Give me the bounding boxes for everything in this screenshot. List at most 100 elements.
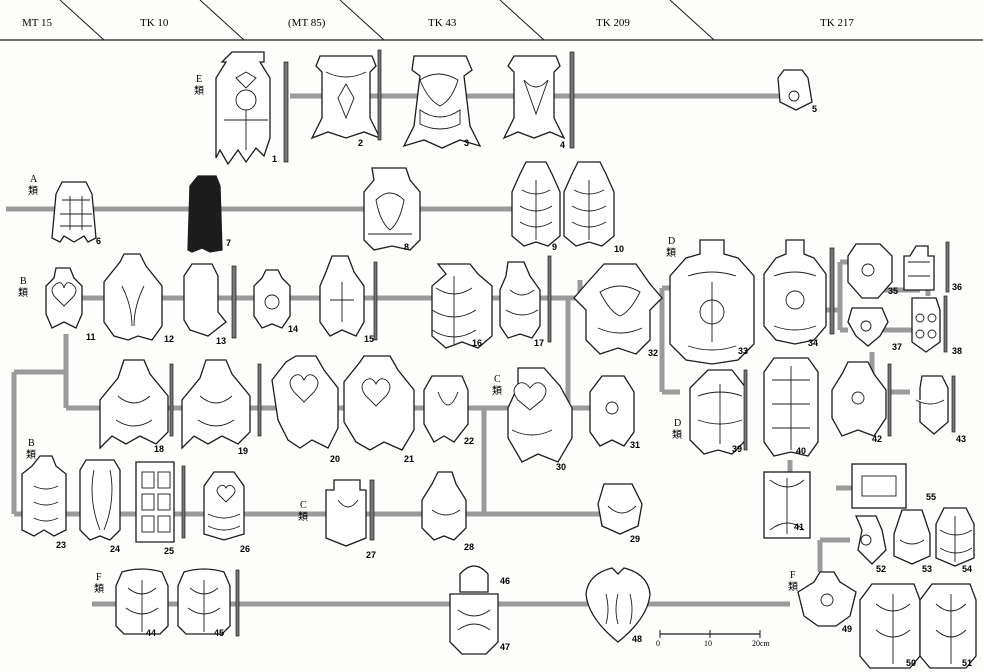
artifact-8 bbox=[363, 167, 421, 251]
artifact-1 bbox=[215, 51, 289, 166]
artifact-number-37: 37 bbox=[892, 342, 902, 352]
artifact-number-26: 26 bbox=[240, 544, 250, 554]
artifact-23 bbox=[21, 455, 67, 537]
artifact-21 bbox=[343, 355, 415, 451]
artifact-15 bbox=[319, 255, 378, 341]
artifact-32 bbox=[573, 263, 663, 355]
artifact-46 bbox=[459, 565, 489, 593]
artifact-12 bbox=[103, 253, 163, 341]
artifact-number-14: 14 bbox=[288, 324, 298, 334]
phase-label-tk209: TK 209 bbox=[596, 17, 630, 29]
artifact-number-6: 6 bbox=[96, 236, 101, 246]
artifact-7 bbox=[187, 175, 223, 253]
artifact-number-11: 11 bbox=[86, 332, 96, 342]
artifact-26 bbox=[203, 471, 245, 541]
artifact-10 bbox=[563, 161, 615, 247]
artifact-18 bbox=[99, 359, 174, 450]
artifact-number-30: 30 bbox=[556, 462, 566, 472]
artifact-39 bbox=[689, 369, 748, 455]
artifact-number-42: 42 bbox=[872, 434, 882, 444]
artifact-25 bbox=[135, 461, 186, 543]
scale-bar: 0 10 20cm bbox=[656, 630, 771, 648]
scale-label-mid: 10 bbox=[704, 639, 712, 648]
artifact-53 bbox=[893, 509, 931, 565]
phase-label-mt85: (MT 85) bbox=[288, 17, 326, 29]
artifact-number-27: 27 bbox=[366, 550, 376, 560]
artifact-19 bbox=[181, 359, 262, 450]
artifact-11 bbox=[45, 267, 83, 329]
artifact-27 bbox=[325, 479, 375, 547]
artifact-20 bbox=[271, 355, 339, 449]
artifact-number-50: 50 bbox=[906, 658, 916, 668]
artifact-41 bbox=[763, 471, 811, 539]
artifact-54 bbox=[935, 507, 975, 567]
artifact-number-29: 29 bbox=[630, 534, 640, 544]
artifact-number-54: 54 bbox=[962, 564, 972, 574]
artifact-number-39: 39 bbox=[732, 444, 742, 454]
artifact-number-1: 1 bbox=[272, 154, 277, 164]
artifact-number-32: 32 bbox=[648, 348, 658, 358]
phase-header: MT 15 TK 10 (MT 85) TK 43 TK 209 TK 217 bbox=[0, 0, 983, 41]
phase-label-tk10: TK 10 bbox=[140, 17, 169, 29]
artifact-number-31: 31 bbox=[630, 440, 640, 450]
artifact-number-35: 35 bbox=[888, 286, 898, 296]
artifact-number-55: 55 bbox=[926, 492, 936, 502]
artifact-number-53: 53 bbox=[922, 564, 932, 574]
artifact-30 bbox=[507, 367, 573, 463]
artifact-number-19: 19 bbox=[238, 446, 248, 456]
artifact-number-2: 2 bbox=[358, 138, 363, 148]
artifact-22 bbox=[423, 375, 469, 443]
artifact-9 bbox=[511, 161, 561, 247]
artifact-49 bbox=[797, 571, 857, 627]
artifact-38 bbox=[911, 295, 948, 353]
artifact-number-33: 33 bbox=[738, 346, 748, 356]
phase-label-tk217: TK 217 bbox=[820, 17, 854, 29]
artifact-2 bbox=[310, 49, 382, 141]
artifact-number-3: 3 bbox=[464, 138, 469, 148]
artifact-3 bbox=[402, 55, 482, 149]
phase-label-mt15: MT 15 bbox=[22, 17, 53, 29]
artifact-40 bbox=[763, 357, 819, 457]
artifact-29 bbox=[597, 483, 643, 535]
artifact-number-24: 24 bbox=[110, 544, 120, 554]
artifact-17 bbox=[499, 255, 552, 343]
artifact-number-20: 20 bbox=[330, 454, 340, 464]
artifact-number-7: 7 bbox=[226, 238, 231, 248]
artifact-number-44: 44 bbox=[146, 628, 156, 638]
artifact-number-46: 46 bbox=[500, 576, 510, 586]
artifact-drawings bbox=[21, 49, 977, 669]
artifact-16 bbox=[431, 263, 493, 349]
artifact-14 bbox=[253, 269, 291, 329]
artifact-number-28: 28 bbox=[464, 542, 474, 552]
artifact-number-13: 13 bbox=[216, 336, 226, 346]
artifact-number-36: 36 bbox=[952, 282, 962, 292]
artifact-number-47: 47 bbox=[500, 642, 510, 652]
artifact-5 bbox=[777, 69, 813, 111]
scale-label-zero: 0 bbox=[656, 639, 660, 648]
artifact-4 bbox=[502, 51, 575, 149]
artifact-number-4: 4 bbox=[560, 140, 565, 150]
artifact-number-45: 45 bbox=[214, 628, 224, 638]
artifact-50 bbox=[859, 583, 921, 669]
artifact-number-40: 40 bbox=[796, 446, 806, 456]
artifact-number-49: 49 bbox=[842, 624, 852, 634]
artifact-45 bbox=[177, 568, 240, 637]
artifact-47 bbox=[449, 593, 499, 655]
artifact-44 bbox=[115, 568, 169, 635]
artifact-number-10: 10 bbox=[614, 244, 624, 254]
artifact-48 bbox=[585, 567, 651, 643]
artifact-number-8: 8 bbox=[404, 242, 409, 252]
artifact-number-34: 34 bbox=[808, 338, 818, 348]
artifact-number-52: 52 bbox=[876, 564, 886, 574]
artifact-31 bbox=[589, 375, 635, 447]
artifact-24 bbox=[79, 459, 121, 541]
artifact-number-18: 18 bbox=[154, 444, 164, 454]
